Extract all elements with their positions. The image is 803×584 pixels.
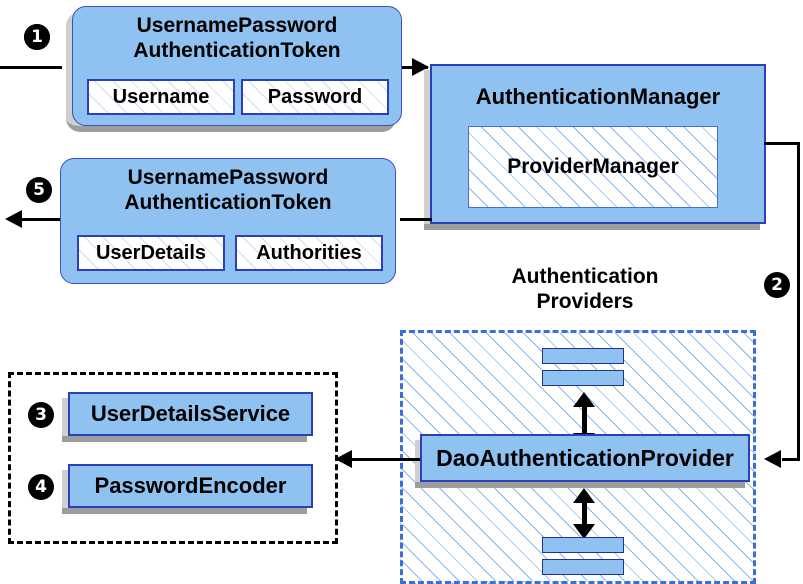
connector-request-in — [0, 66, 62, 69]
provider-link-top — [582, 396, 587, 444]
provider-bar-bottom-2 — [542, 559, 624, 575]
authentication-providers-title: Authentication Providers — [470, 264, 700, 314]
arrow-response-out — [5, 210, 22, 228]
response-token-slot-userdetails-label: UserDetails — [95, 241, 207, 264]
step-badge-1-number: 1 — [24, 24, 50, 50]
arrow-into-dao-provider — [764, 450, 781, 468]
password-encoder-label: PasswordEncoder — [94, 473, 287, 498]
request-token-title-line1: UsernamePassword — [136, 14, 338, 37]
authentication-manager-label: AuthenticationManager — [475, 84, 721, 109]
dao-authentication-provider-label: DaoAuthenticationProvider — [436, 444, 734, 471]
request-token-slot-password: Password — [241, 79, 389, 115]
connector-dao-to-services — [352, 458, 420, 461]
services-container — [8, 372, 338, 544]
response-token-slot-userdetails: UserDetails — [77, 235, 225, 271]
request-token-card: UsernamePassword AuthenticationToken Use… — [72, 6, 402, 126]
connector-request-out — [388, 66, 428, 69]
provider-manager-box: ProviderManager — [468, 126, 718, 208]
provider-link-bottom — [582, 492, 587, 534]
arrow-up-to-dao-provider-bottom — [573, 488, 595, 503]
authentication-providers-title-line2: Providers — [536, 290, 634, 313]
connector-response-from-manager — [400, 218, 432, 221]
provider-bar-top-2 — [542, 370, 624, 386]
request-token-slot-username: Username — [87, 79, 235, 115]
response-token-title-line2: AuthenticationToken — [124, 191, 332, 214]
step-badge-4: 4 — [28, 474, 54, 500]
password-encoder-box: PasswordEncoder — [68, 464, 313, 508]
userdetails-service-label: UserDetailsService — [90, 401, 291, 426]
authentication-manager-box: AuthenticationManager ProviderManager — [430, 64, 766, 224]
dao-authentication-provider-box: DaoAuthenticationProvider — [420, 434, 750, 482]
connector-step2-top — [764, 142, 800, 145]
provider-bar-bottom-1 — [542, 537, 624, 553]
request-token-slot-password-label: Password — [267, 85, 363, 108]
response-token-title-line1: UsernamePassword — [127, 166, 329, 189]
step-badge-3: 3 — [28, 402, 54, 428]
step-badge-2: 2 — [764, 272, 790, 298]
response-token-title: UsernamePassword AuthenticationToken — [61, 165, 395, 215]
request-token-slot-username-label: Username — [112, 85, 210, 108]
response-token-slot-authorities-label: Authorities — [256, 241, 362, 264]
response-token-card: UsernamePassword AuthenticationToken Use… — [60, 158, 396, 284]
connector-response-out — [22, 218, 66, 221]
connector-step2-vertical — [797, 142, 800, 460]
step-badge-5: 5 — [26, 177, 52, 203]
response-token-slot-authorities: Authorities — [235, 235, 383, 271]
arrow-down-to-providers-bottom — [573, 524, 595, 539]
arrow-into-services — [335, 450, 352, 468]
provider-bar-top-1 — [542, 348, 624, 364]
authentication-providers-title-line1: Authentication — [511, 265, 659, 288]
userdetails-service-box: UserDetailsService — [68, 392, 313, 436]
provider-manager-label: ProviderManager — [507, 155, 679, 178]
request-token-title-line2: AuthenticationToken — [133, 39, 341, 62]
arrow-up-to-providers-top — [573, 392, 595, 407]
connector-step2-bottom — [782, 458, 800, 461]
request-token-title: UsernamePassword AuthenticationToken — [73, 13, 401, 63]
